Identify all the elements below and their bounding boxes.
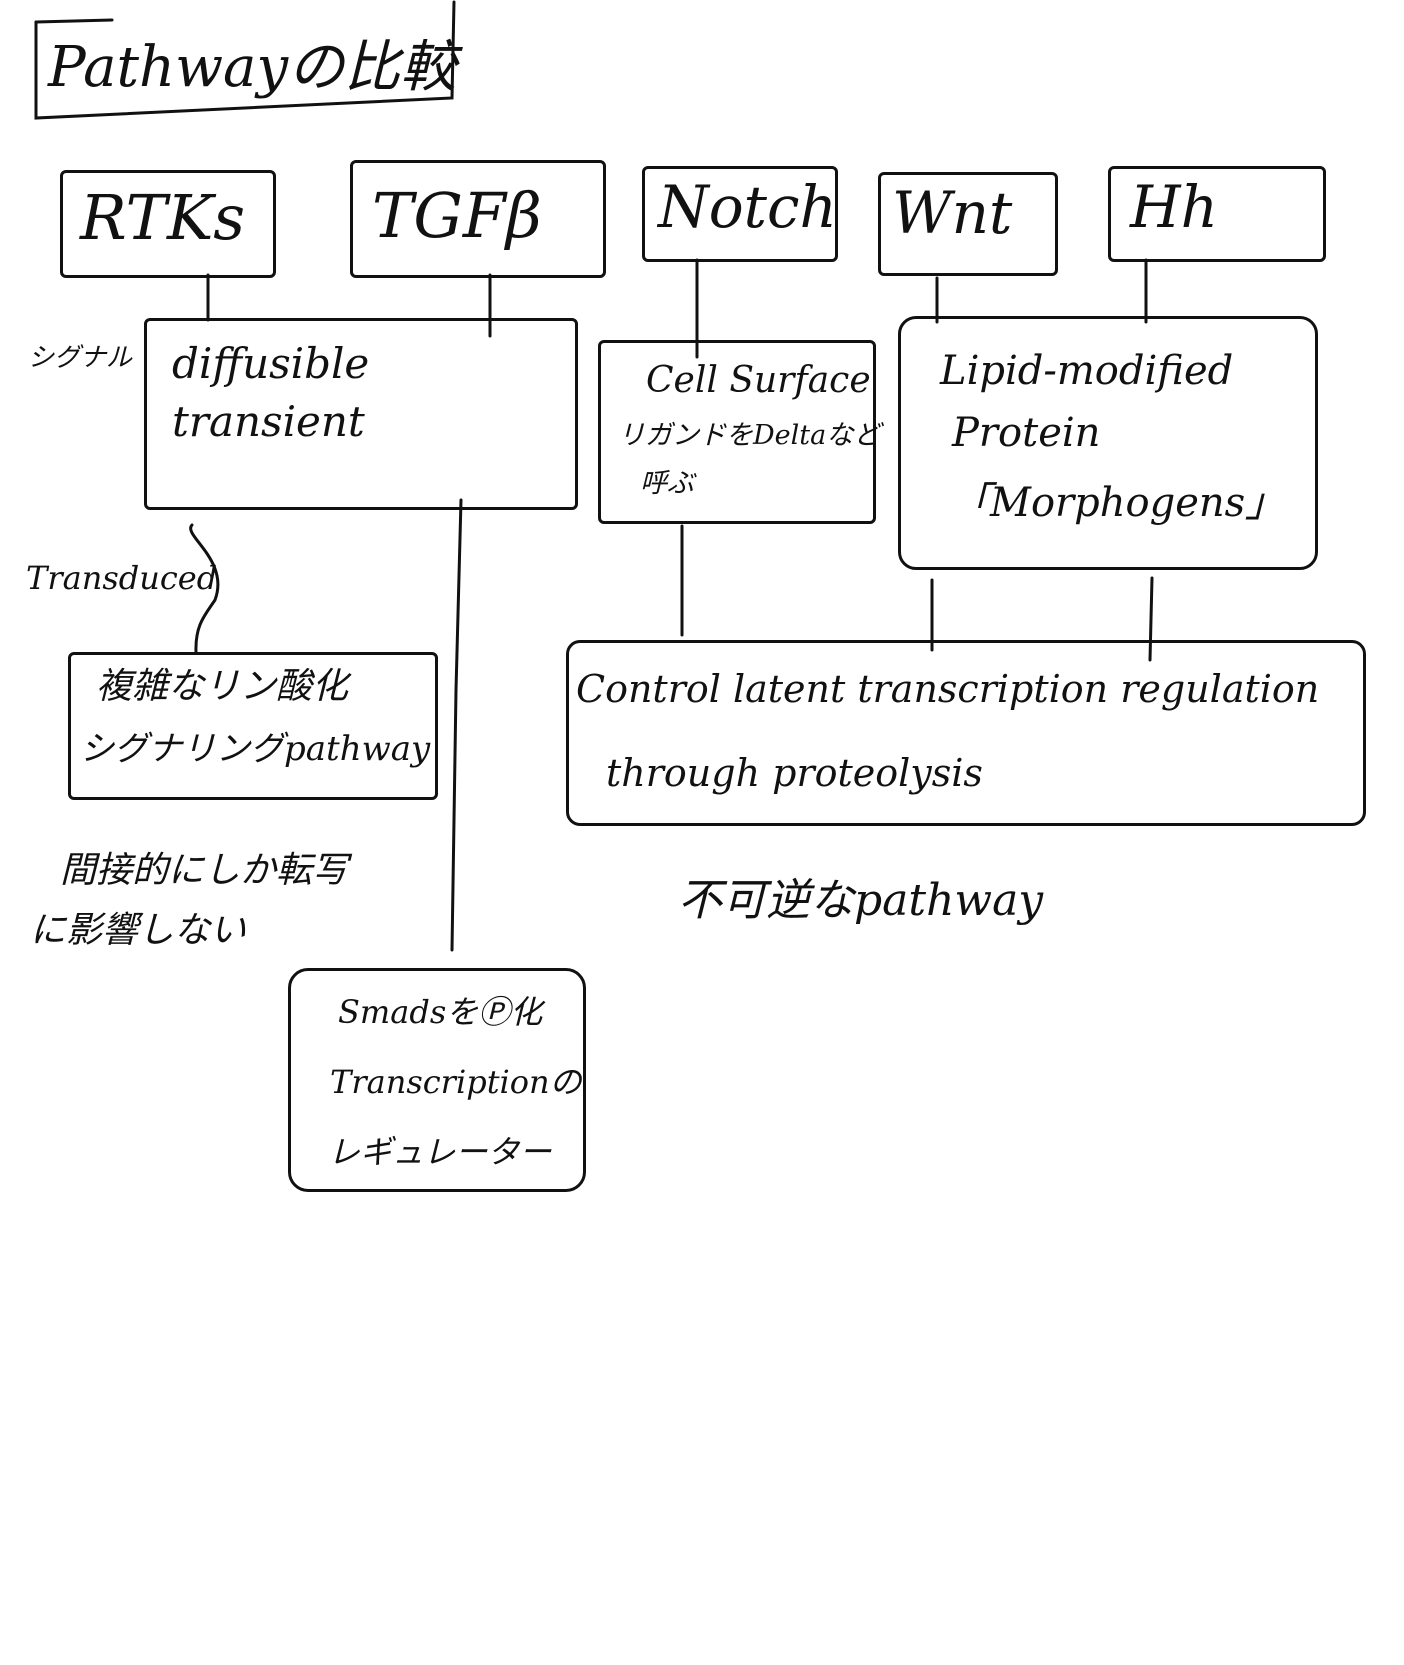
- diffusible-box: [144, 318, 578, 510]
- pathway-box-tgfb: [350, 160, 606, 278]
- smads-line-3: レギュレーター: [328, 1133, 552, 1171]
- pathway-label-notch: Notch: [658, 173, 837, 241]
- phosphorylation-line-2: シグナリングpathway: [80, 729, 431, 769]
- cell-surface-line-2: リガンドをDeltaなど: [618, 420, 881, 451]
- indirect-note-line-1: 間接的にしか転写: [60, 850, 349, 891]
- pathway-label-hh: Hh: [1130, 173, 1218, 241]
- phosphorylation-line-1: 複雑なリン酸化: [96, 666, 349, 707]
- lipid-line-2: Protein: [952, 410, 1101, 456]
- connector-hh-to-proteolysis: [1148, 576, 1154, 662]
- pathway-label-tgfb: TGFβ: [372, 179, 542, 252]
- cell-surface-line-3: 呼ぶ: [640, 468, 694, 499]
- pathway-box-wnt: [878, 172, 1058, 276]
- diffusible-line-2: transient: [172, 397, 365, 446]
- indirect-note-line-2: に影響しない: [30, 910, 247, 951]
- pathway-box-rtks: [60, 170, 276, 278]
- side-label-signal: シグナル: [28, 343, 133, 373]
- pathway-label-wnt: Wnt: [892, 179, 1013, 247]
- lipid-line-1: Lipid-modified: [940, 348, 1234, 394]
- lipid-line-3: 「Morphogens」: [950, 480, 1286, 526]
- pathway-box-hh: [1108, 166, 1326, 262]
- connector-tgf-to-smads: [450, 498, 463, 952]
- smads-line-2: Transcriptionの: [330, 1063, 582, 1101]
- page-title: Pathwayの比較: [48, 35, 457, 100]
- proteolysis-box: [566, 640, 1366, 826]
- side-label-transduced: Transduced: [26, 559, 218, 597]
- title-box-outline: [34, 0, 456, 120]
- smads-line-1: SmadsをⓅ化: [338, 993, 543, 1031]
- proteolysis-line-2: through proteolysis: [606, 751, 983, 795]
- transduced-bracket: [189, 523, 220, 654]
- pathway-box-notch: [642, 166, 838, 262]
- cell-surface-box: [598, 340, 876, 524]
- phosphorylation-box: [68, 652, 438, 800]
- proteolysis-line-1: Control latent transcription regulation: [576, 667, 1320, 711]
- cell-surface-line-1: Cell Surface: [646, 360, 871, 401]
- irreversible-note: 不可逆なpathway: [678, 875, 1044, 926]
- smads-box: [288, 968, 586, 1192]
- diffusible-line-1: diffusible: [172, 339, 370, 388]
- lipid-modified-box: [898, 316, 1318, 570]
- pathway-label-rtks: RTKs: [80, 181, 246, 254]
